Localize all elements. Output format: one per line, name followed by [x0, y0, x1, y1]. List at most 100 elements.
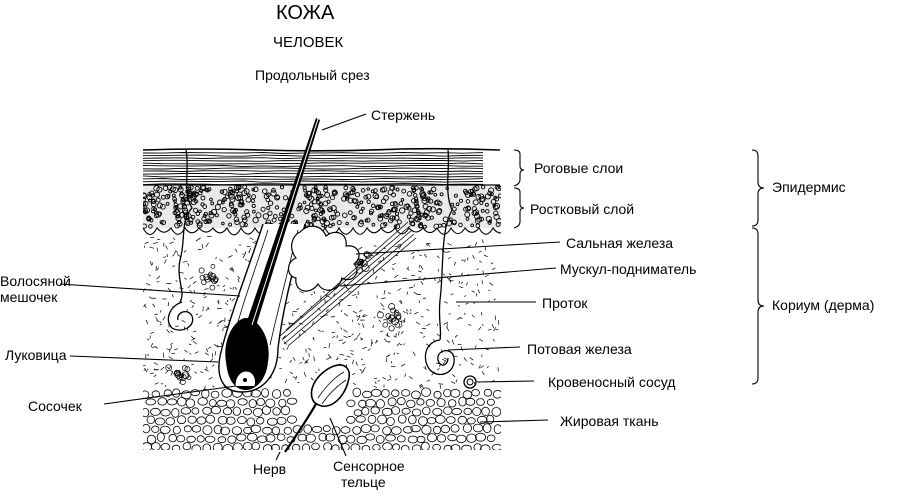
cluster-cell — [201, 280, 206, 285]
fat-cell — [417, 436, 425, 442]
dermis-fiber — [150, 237, 154, 238]
dermis-fiber — [293, 313, 294, 316]
dermis-fiber — [226, 278, 229, 280]
dermis-fiber — [373, 325, 374, 328]
dermis-fiber — [343, 330, 347, 333]
dermis-fiber — [478, 327, 481, 330]
dermis-fiber — [452, 340, 453, 345]
dermis-fiber — [348, 291, 351, 292]
dermis-fiber — [481, 312, 482, 316]
dermis-fiber — [188, 263, 190, 266]
fat-cell — [422, 425, 431, 434]
dermis-fiber — [358, 323, 360, 325]
fat-cell — [473, 407, 481, 415]
dermis-fiber — [449, 314, 451, 315]
fat-cell — [253, 408, 262, 416]
dermis-fiber — [220, 320, 224, 321]
fat-cell — [481, 445, 490, 452]
dermis-fiber — [473, 255, 475, 259]
dermis-fiber — [224, 325, 227, 327]
dermis-fiber — [443, 274, 445, 276]
label-papilla: Сосочек — [28, 398, 82, 414]
fat-cell — [467, 418, 475, 424]
fat-cell — [448, 434, 457, 440]
dermis-fiber — [362, 364, 365, 365]
fat-cell — [421, 442, 429, 450]
fat-cell — [366, 434, 375, 440]
dermis-fiber — [195, 372, 197, 374]
fat-cell — [362, 446, 370, 452]
dermis-fiber — [352, 373, 355, 374]
dermis-fiber — [418, 277, 420, 279]
dermis-fiber — [413, 352, 416, 356]
dermis-fiber — [356, 362, 357, 366]
dermis-fiber — [444, 358, 447, 360]
fat-cell — [427, 418, 436, 424]
fat-cell — [263, 427, 273, 434]
dermis-fiber — [397, 343, 400, 346]
dermis-fiber — [172, 266, 175, 267]
label-bulb: Луковица — [5, 347, 66, 363]
fat-cell — [312, 443, 320, 450]
dermis-fiber — [165, 385, 166, 387]
label-epidermis: Эпидермис — [772, 179, 846, 195]
dermis-fiber — [154, 314, 158, 315]
fat-cell — [351, 444, 360, 452]
dermis-fiber — [459, 364, 461, 366]
dermis-fiber — [314, 356, 315, 361]
dermis-fiber — [458, 305, 460, 306]
fat-cell — [391, 407, 399, 415]
dermis-fiber — [166, 245, 168, 249]
fat-cell — [441, 425, 450, 433]
dermis-fiber — [468, 324, 471, 325]
fat-cell — [371, 407, 380, 414]
dermis-fiber — [451, 294, 454, 295]
fat-cell — [232, 427, 241, 435]
sebaceous-gland — [289, 226, 360, 291]
dermis-fiber — [461, 282, 463, 284]
dermis-fiber — [311, 378, 314, 380]
dermis-fiber — [459, 286, 463, 288]
fat-cell — [474, 444, 481, 451]
dermis-fiber — [394, 353, 395, 356]
fat-cell — [147, 416, 155, 424]
dermis-fiber — [243, 255, 245, 259]
fat-cell — [487, 399, 494, 405]
dermis-fiber — [299, 362, 302, 363]
fat-cell — [353, 388, 361, 397]
dermis-fiber — [394, 336, 396, 338]
horny-stripe — [143, 155, 483, 156]
dermis-fiber — [196, 314, 198, 315]
fat-cell — [292, 444, 300, 451]
fat-cell — [419, 417, 428, 426]
dermis-fiber — [381, 303, 384, 307]
dermis-fiber — [476, 293, 477, 296]
dermis-fiber — [352, 294, 356, 295]
dermis-fiber — [164, 260, 166, 264]
fat-cell — [306, 434, 316, 442]
dermis-fiber — [215, 351, 216, 355]
dermis-fiber — [326, 357, 330, 359]
fat-cell — [284, 427, 291, 434]
dermis-fiber — [472, 291, 475, 293]
fat-cell — [446, 417, 455, 424]
fat-cell — [155, 418, 165, 425]
fat-cell — [262, 389, 269, 398]
fat-cell — [183, 443, 191, 450]
dermis-fiber — [496, 329, 499, 330]
dermis-fiber — [461, 347, 463, 352]
dermis-fiber — [394, 275, 398, 278]
dermis-fiber — [157, 276, 160, 279]
dermis-fiber — [347, 356, 351, 357]
fat-cell — [451, 425, 459, 433]
dermis-fiber — [479, 261, 481, 263]
fat-cell — [383, 427, 391, 435]
fat-cell — [160, 426, 170, 433]
fat-cell — [473, 424, 482, 432]
dermis-fiber — [407, 312, 408, 315]
fat-cell — [448, 400, 456, 407]
fat-cell — [252, 442, 260, 450]
dermis-fiber — [418, 271, 421, 272]
dermis-fiber — [170, 331, 173, 333]
dermis-fiber — [345, 359, 348, 360]
